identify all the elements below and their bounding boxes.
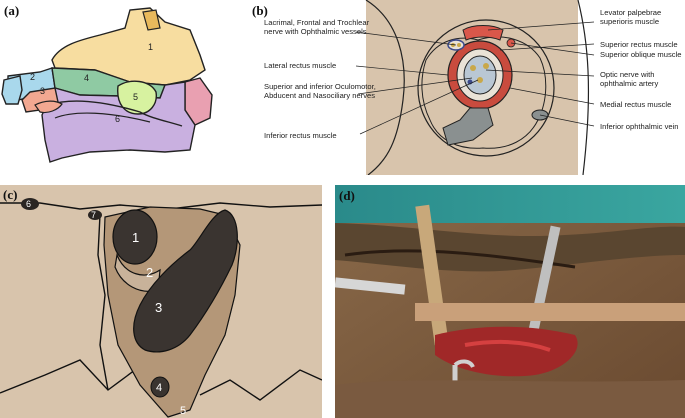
region-c6-number: 6 — [26, 199, 31, 209]
surgical-photograph — [335, 185, 685, 418]
region-c5-number: 5 — [180, 405, 186, 417]
label-lacrimal-frontal-trochlear: Lacrimal, Frontal and Trochlear nerve wi… — [264, 18, 374, 36]
orbital-floor-diagram: 1 2 3 4 5 6 7 — [0, 185, 322, 418]
panel-b-label: (b) — [252, 3, 268, 19]
region-c3-number: 3 — [155, 300, 162, 315]
region-c7-number: 7 — [91, 210, 96, 220]
label-oculomotor-abducent-nasociliary: Superior and inferior Oculomotor, Abduce… — [264, 82, 376, 100]
panel-a: (a) 1 2 3 4 5 6 — [0, 0, 232, 175]
region-2-number: 2 — [30, 72, 35, 82]
label-levator-palpebrae: Levator palpebrae superioris muscle — [600, 8, 684, 26]
region-3-number: 3 — [40, 86, 45, 96]
label-superior-rectus: Superior rectus muscle — [600, 40, 684, 49]
region-c2-number: 2 — [146, 265, 153, 280]
panel-d: (d) — [335, 185, 685, 418]
label-superior-oblique: Superior oblique muscle — [600, 50, 685, 59]
nasal-anatomy-diagram: 1 2 3 4 5 6 — [0, 0, 232, 175]
region-1-number: 1 — [148, 42, 153, 52]
label-optic-nerve: Optic nerve with ophthalmic artery — [600, 70, 684, 88]
region-5-number: 5 — [133, 92, 138, 102]
label-inferior-rectus: Inferior rectus muscle — [264, 131, 369, 140]
panel-c-label: (c) — [3, 187, 17, 203]
panel-d-label: (d) — [339, 188, 355, 204]
label-medial-rectus: Medial rectus muscle — [600, 100, 684, 109]
panel-b: (b) — [248, 0, 685, 175]
label-lateral-rectus: Lateral rectus muscle — [264, 61, 369, 70]
region-c1-number: 1 — [132, 230, 139, 245]
region-6-number: 6 — [115, 114, 120, 124]
panel-c: (c) 1 2 3 4 5 6 7 — [0, 185, 322, 418]
region-4-number: 4 — [84, 73, 89, 83]
label-inferior-ophthalmic-vein: Inferior ophthalmic vein — [600, 122, 684, 131]
region-c4-number: 4 — [156, 382, 162, 394]
panel-a-label: (a) — [4, 3, 19, 19]
